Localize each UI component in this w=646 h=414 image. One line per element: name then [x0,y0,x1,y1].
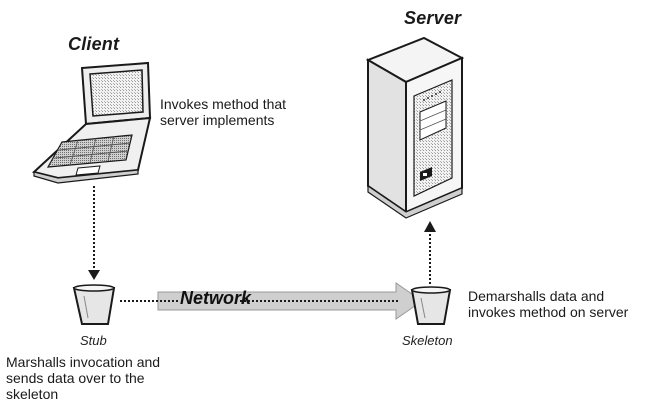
server-title: Server [404,8,462,28]
stub-description: Marshalls invocation and sends data over… [6,354,161,402]
client-to-stub-arrow [88,186,100,280]
stub-funnel-icon [72,284,116,325]
client-title: Client [68,34,120,54]
laptop-icon [31,61,152,184]
skeleton-label: Skeleton [402,333,453,348]
skeleton-funnel-icon [410,286,452,325]
network-label: Network [180,288,252,308]
server-tower-icon [365,36,465,219]
skeleton-to-server-arrow [424,221,436,284]
client-description: Invokes method that server implements [160,96,287,128]
skeleton-description: Demarshalls data and invokes method on s… [468,288,629,320]
network-arrow [120,282,423,320]
stub-label: Stub [80,333,107,348]
